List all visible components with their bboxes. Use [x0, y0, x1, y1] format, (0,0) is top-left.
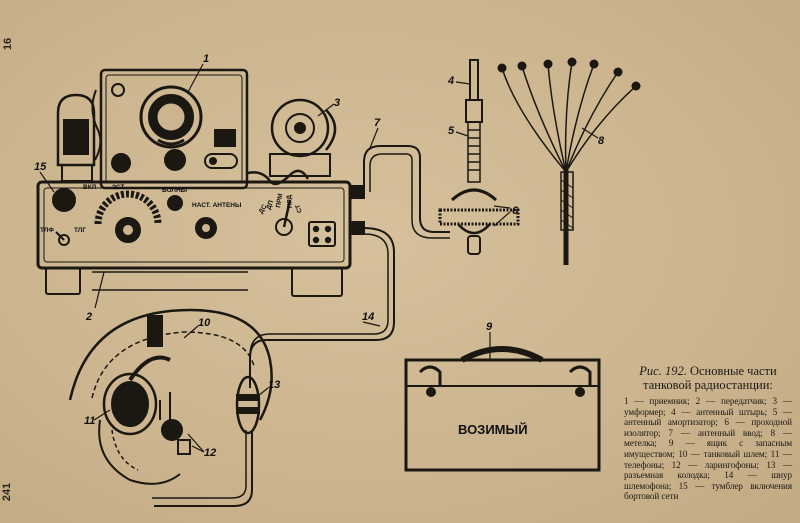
tank-helmet: [68, 308, 273, 485]
callout-7: 7: [374, 117, 381, 129]
label-zst: ЗСТ: [112, 184, 124, 191]
split-connector: [235, 375, 261, 435]
callout-14: 14: [362, 311, 374, 323]
caption-title: Рис. 192. Основные части танковой радиос…: [624, 364, 792, 392]
callout-1: 1: [203, 53, 209, 65]
label-mode-ds: ДС: [258, 203, 269, 215]
label-mode-st: СТ: [294, 203, 303, 213]
label-vkl: ВКЛ: [83, 184, 97, 191]
label-mode-prm: ПРМ: [275, 193, 284, 208]
callout-8: 8: [598, 135, 605, 147]
callout-15: 15: [34, 161, 47, 173]
label-volny: ВОЛНЫ: [162, 187, 187, 194]
label-mode-prd: ПРД: [286, 194, 294, 208]
callout-10: 10: [198, 317, 211, 329]
leader-lines: [39, 63, 599, 453]
panel-labels: ВКЛ ЗСТ ВОЛНЫ НАСТ. АНТЕНЫ ТЛФ ТЛГ ДС ДП…: [40, 184, 528, 437]
callout-13: 13: [268, 379, 280, 391]
figure-caption: Рис. 192. Основные части танковой радиос…: [624, 364, 792, 502]
callouts: 1 2 3 4 5 6 7 8 9 10 11 12 13 14 15: [34, 53, 605, 459]
callout-4: 4: [447, 75, 454, 87]
callout-12: 12: [204, 447, 216, 459]
caption-fig-label: Рис. 192.: [639, 364, 687, 378]
umformer: [269, 98, 337, 177]
antenna-lead-cable: [363, 145, 450, 239]
label-tlg: ТЛГ: [74, 227, 86, 234]
caption-body: 1 — приемник; 2 — передатчик; 3 — умформ…: [624, 396, 792, 502]
callout-6: 6: [512, 205, 519, 217]
label-tlf: ТЛФ: [40, 227, 54, 234]
caption-title-text: Основные части танковой радиостанции:: [643, 364, 777, 392]
spare-parts-case: [404, 346, 601, 472]
case-label: ВОЗИМЫЙ: [458, 422, 528, 437]
callout-2: 2: [85, 311, 92, 323]
callout-3: 3: [334, 97, 340, 109]
antenna-assembly: [438, 59, 520, 255]
label-mode-dp: ДП: [265, 199, 275, 210]
callout-5: 5: [448, 125, 455, 137]
antenna-brush: [497, 57, 641, 265]
callout-11: 11: [84, 415, 95, 427]
radio-unit: [36, 68, 365, 297]
callout-9: 9: [486, 321, 493, 333]
label-nast-anteny: НАСТ. АНТЕНЫ: [192, 202, 241, 209]
headset-cord: [152, 227, 395, 507]
